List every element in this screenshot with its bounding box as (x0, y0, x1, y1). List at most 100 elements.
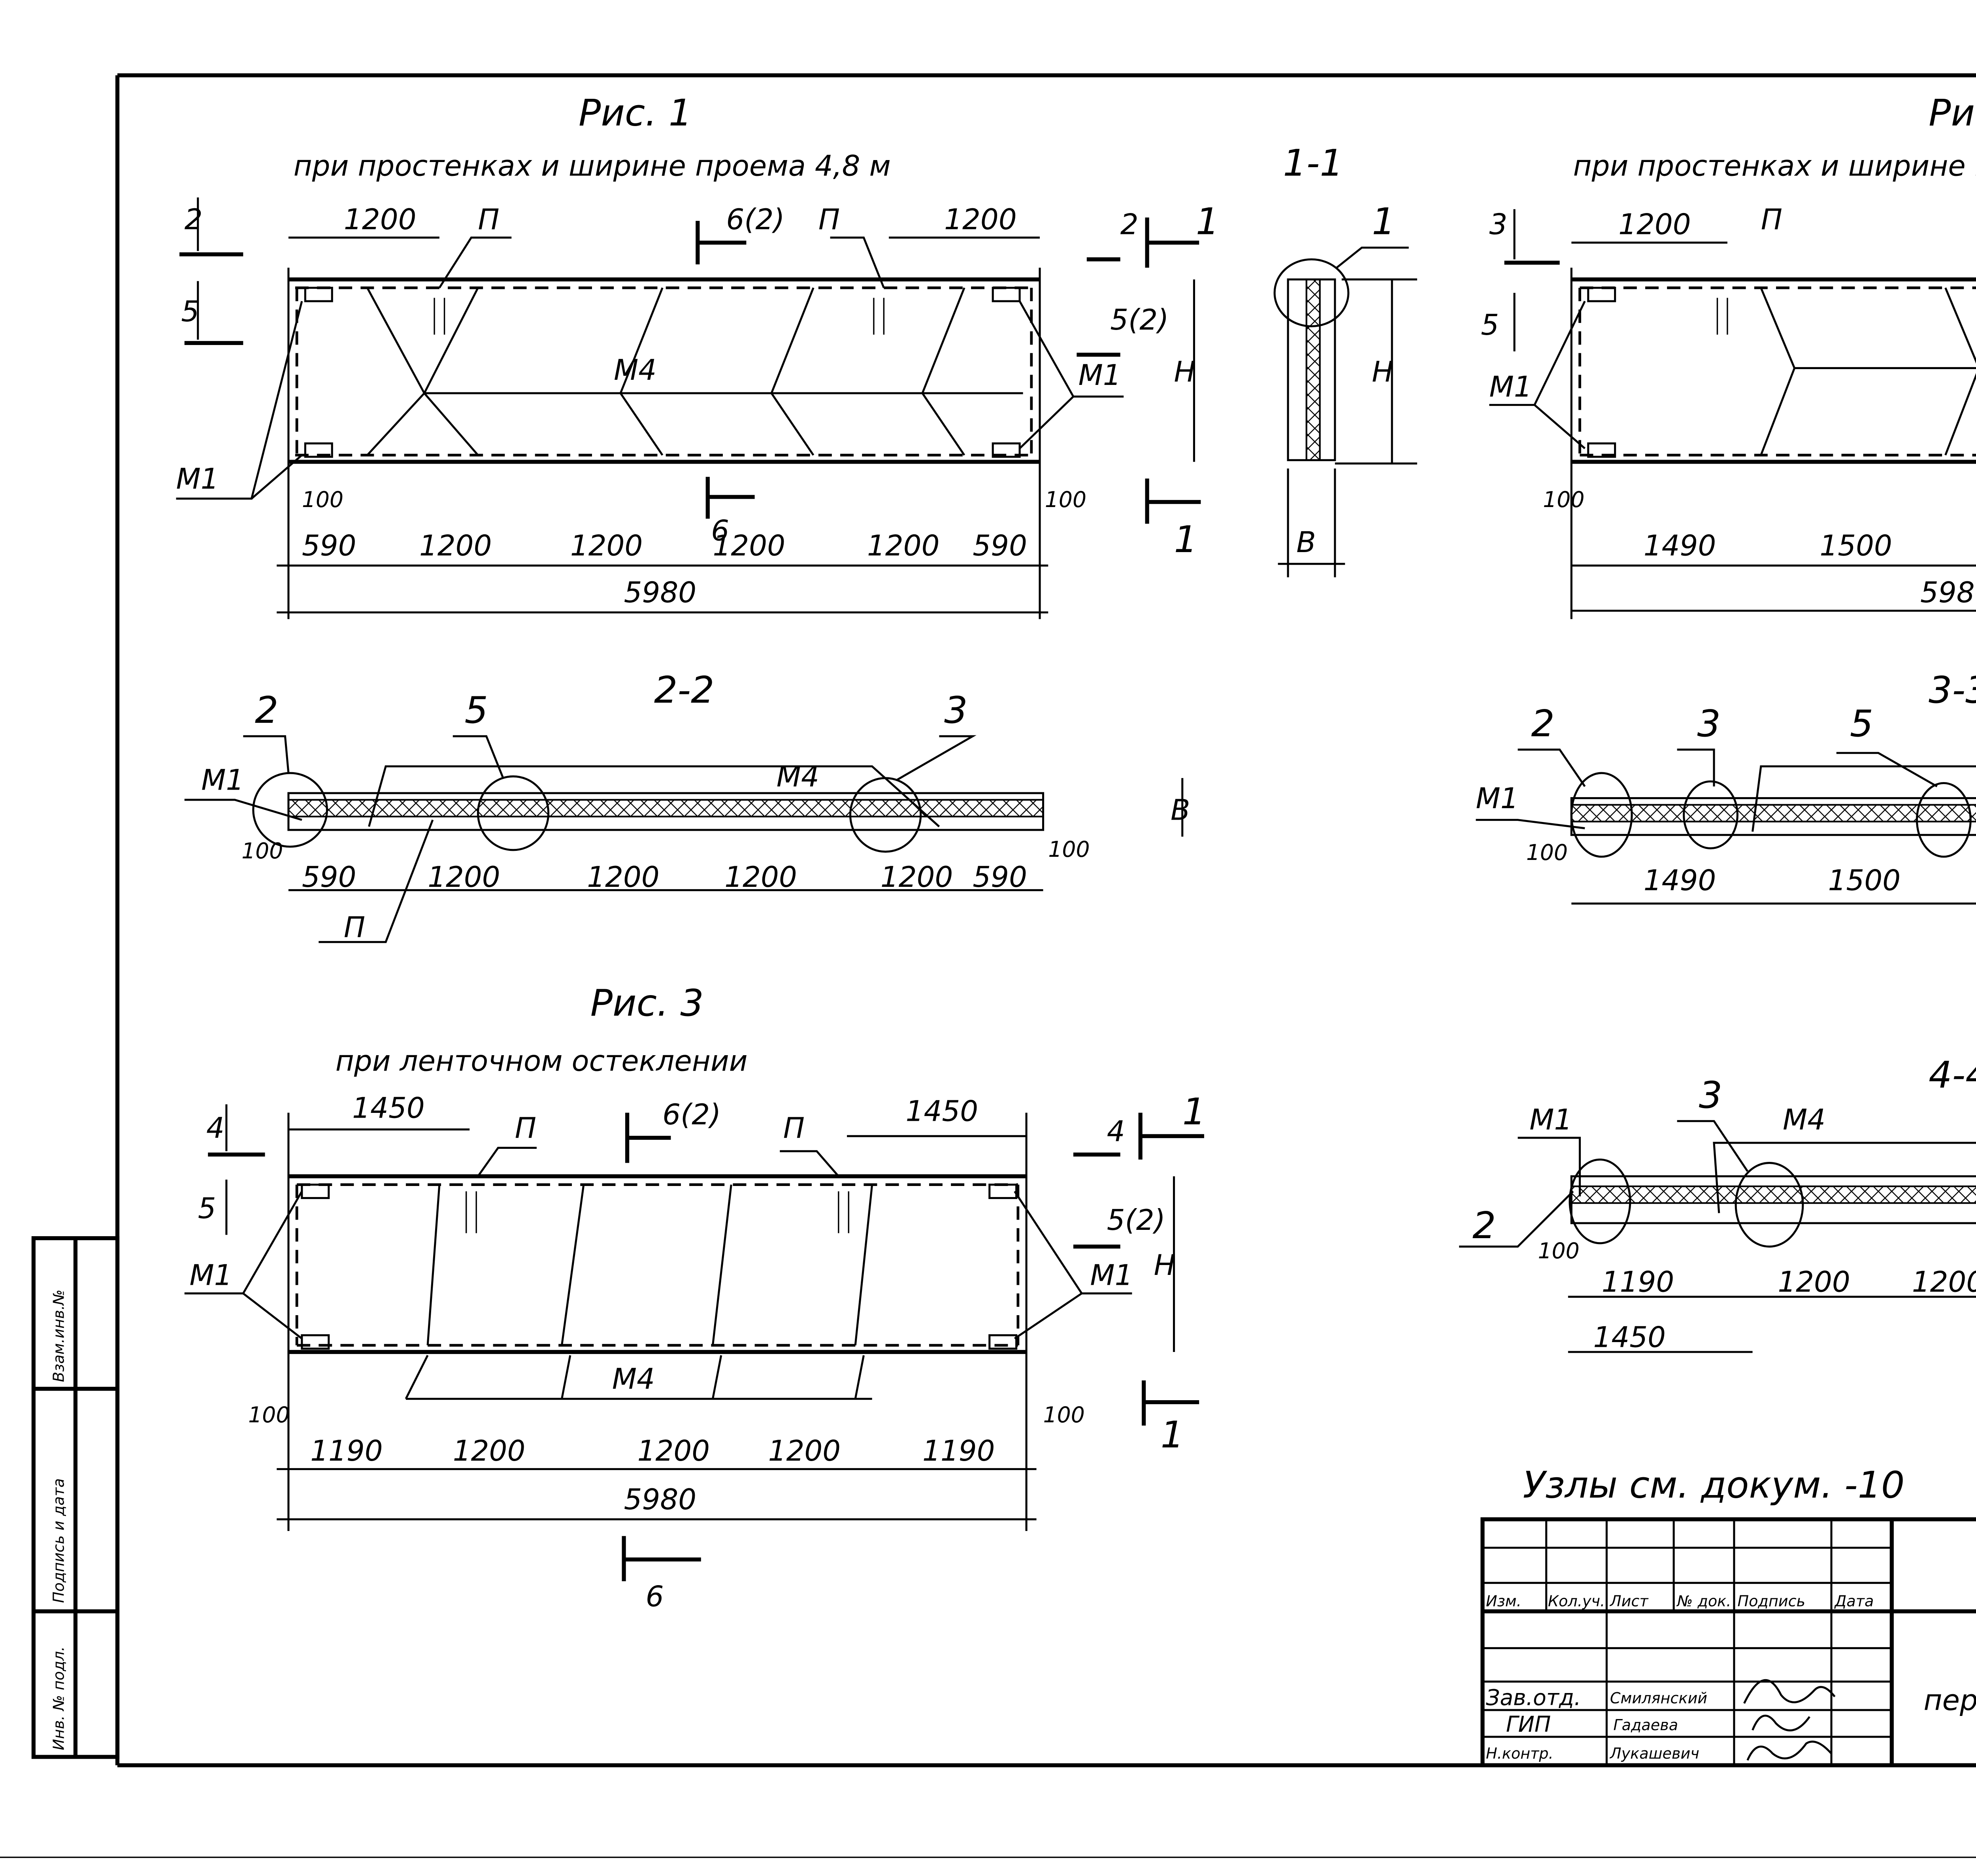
fig3-mesh-label: М4 (612, 1362, 655, 1395)
fig3-cut-4-label-right: 4 (1107, 1115, 1125, 1148)
fig3-top-dim-left: 1450 (352, 1091, 425, 1124)
section-2-2-dim-1: 590 (302, 860, 356, 894)
fig2-embed-label-left: М1 (1489, 370, 1532, 403)
fig1-dim-4: 1200 (713, 529, 786, 562)
section-2-2-edge-right: 100 (1048, 837, 1090, 862)
col-header-qty: Кол.уч. (1548, 1593, 1605, 1610)
fig1-loop-label-right: П (818, 203, 840, 236)
side-stamp-original-inv: Инв. № подл. (50, 1646, 67, 1750)
name-norm-control: Лукашевич (1609, 1745, 1699, 1762)
section-4-4-edge-left: 100 (1538, 1238, 1579, 1263)
fig1-dim-1: 590 (302, 529, 356, 562)
fig1-edge-right: 100 (1045, 487, 1086, 512)
section-2-2-loop: П (344, 911, 365, 944)
section-1-1-title: 1-1 (1283, 141, 1343, 185)
fig2-cut-3-label: 3 (1489, 208, 1507, 241)
fig2-dim-2: 1500 (1820, 529, 1892, 562)
side-stamp: Взам.инв.№ Подпись и дата Инв. № подл. (31, 1236, 120, 1759)
fig3-title: Рис. 3 (590, 981, 704, 1024)
fig1-subtitle: при простенках и ширине проема 4,8 м (294, 149, 891, 183)
fig1-dim-2: 1200 (419, 529, 492, 562)
section-2-2-mesh: М4 (777, 760, 819, 793)
role-head-of-dept: Зав.отд. (1486, 1685, 1581, 1710)
col-header-date: Дата (1834, 1593, 1874, 1610)
fig1-dim-3: 1200 (570, 529, 643, 562)
section-3-3-title: 3-3 (1929, 668, 1976, 711)
col-header-signature: Подпись (1737, 1593, 1805, 1610)
section-2-2-callout-5: 5 (464, 688, 488, 732)
fig3-dim-4: 1200 (768, 1434, 841, 1467)
fig2-overall-dim: 5980 (1920, 576, 1976, 609)
section-2-2-dim-6: 590 (973, 860, 1027, 894)
fig1-top-dim-right: 1200 (944, 203, 1017, 236)
fig3-edge-left: 100 (248, 1402, 290, 1427)
fig2-cut-5-label: 5 (1481, 308, 1499, 341)
fig1-cut-1-label-top: 1 (1196, 200, 1219, 243)
section-3-3-dim-2: 1500 (1828, 864, 1901, 897)
fig1-height-label: Н (1174, 355, 1195, 388)
section-3-3: 3-3 2 3 5 М4 П М1 М1 В 100 100 1490 1500… (1476, 668, 1976, 905)
fig3-section-6-label: 6(2) (662, 1098, 721, 1131)
section-4-4-dim-3: 1200 (1912, 1265, 1976, 1299)
figure-2: Рис. 2 при простенках и ширине проема 3,… (1481, 91, 1976, 619)
name-head-of-dept: Смилянский (1610, 1689, 1707, 1707)
fig1-section-5-label: 5(2) (1110, 303, 1169, 336)
section-2-2-width: В (1171, 794, 1190, 827)
fig1-embed-label-right: М1 (1079, 358, 1121, 392)
fig3-embed-label-right: М1 (1090, 1259, 1133, 1292)
fig1-section-6b-label: 6 (711, 514, 729, 547)
fig3-dim-3: 1200 (637, 1434, 710, 1467)
nodes-reference-note: Узлы см. докум. -10 (1523, 1463, 1904, 1506)
section-4-4-dim-2: 1200 (1778, 1265, 1850, 1299)
fig1-cut-2-label: 2 (185, 203, 203, 236)
section-4-4-callout-3: 3 (1699, 1073, 1722, 1116)
fig3-section-5-label: 5(2) (1107, 1203, 1165, 1237)
fig3-loop-label-left: П (515, 1111, 536, 1144)
section-1-1-width: В (1296, 526, 1316, 559)
fig1-embed-label-left: М1 (176, 462, 219, 495)
fig3-embed-label-left: М1 (190, 1259, 232, 1292)
name-chief-engineer: Гадаева (1613, 1716, 1678, 1734)
section-2-2-title: 2-2 (654, 668, 714, 711)
product-name-line-2: перемычка (1923, 1684, 1976, 1717)
section-2-2-dim-2: 1200 (428, 860, 500, 894)
section-4-4-embed-left: М1 (1529, 1103, 1572, 1136)
fig2-edge-left: 100 (1543, 487, 1584, 512)
fig3-cut-4-label: 4 (206, 1111, 224, 1144)
section-2-2-embed: М1 (201, 763, 244, 796)
section-2-2-dim-3: 1200 (587, 860, 660, 894)
col-header-sheet: Лист (1609, 1593, 1649, 1610)
section-2-2-callout-2: 2 (255, 688, 278, 732)
fig1-loop-label-left: П (478, 203, 499, 236)
section-1-1-callout: 1 (1372, 200, 1395, 243)
fig3-section-6b-label: 6 (646, 1580, 664, 1613)
fig1-cut-5-label: 5 (181, 295, 199, 328)
figure-1: Рис. 1 при простенках и ширине проема 4,… (176, 91, 1219, 619)
title-block: 1.432.1-21.1/96-5 Изм. Кол.уч. Лист № до… (1480, 1517, 1976, 1767)
section-4-4-mesh: М4 (1783, 1103, 1825, 1136)
fig1-top-dim-left: 1200 (344, 203, 417, 236)
section-4-4-callout-2: 2 (1473, 1204, 1496, 1247)
fig3-dim-1: 1190 (310, 1434, 383, 1467)
fig3-subtitle: при ленточном остеклении (336, 1045, 748, 1078)
side-stamp-signature-date: Подпись и дата (50, 1478, 67, 1603)
fig3-height-label: Н (1154, 1248, 1175, 1282)
signature-3 (1746, 1740, 1832, 1761)
fig1-dim-6: 590 (973, 529, 1027, 562)
fig2-subtitle: при простенках и ширине проема 3,0 м (1573, 149, 1976, 183)
section-3-3-callout-5: 5 (1850, 702, 1873, 745)
section-4-4-dim-1: 1190 (1602, 1265, 1674, 1299)
fig3-cut-1-label-top: 1 (1182, 1090, 1206, 1133)
fig1-section-6-label: 6(2) (726, 203, 784, 236)
fig1-cut-2-label-right: 2 (1120, 208, 1139, 241)
section-2-2: 2-2 2 5 3 М4 М1 В 100 100 590 1200 1200 … (184, 668, 1190, 944)
section-1-1: 1-1 1 Н В (1273, 141, 1417, 577)
fig3-edge-right: 100 (1043, 1402, 1085, 1427)
section-4-4-title: 4-4 (1929, 1053, 1976, 1096)
fig3-overall-dim: 5980 (624, 1483, 697, 1516)
signature-1 (1743, 1679, 1836, 1704)
fig3-cut-5-label: 5 (198, 1192, 216, 1225)
fig3-top-dim-right: 1450 (906, 1095, 979, 1128)
fig1-dim-5: 1200 (867, 529, 940, 562)
